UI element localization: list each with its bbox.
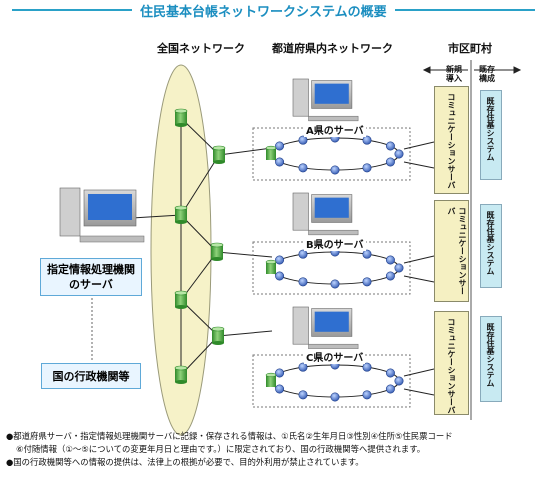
prefecture-ring xyxy=(270,364,400,398)
municipal-node-icon xyxy=(362,135,372,145)
national-links xyxy=(131,117,273,376)
municipal-node-icon xyxy=(298,390,308,400)
comm-server-box: コミュニケーションサーバ xyxy=(434,86,469,194)
municipal-node-icon xyxy=(394,376,404,386)
municipal-node-icon xyxy=(275,157,285,167)
designated-server-label: 指定情報処理機関のサーバ xyxy=(47,263,135,291)
municipal-node-icon xyxy=(385,141,395,151)
link-to-municipality xyxy=(403,388,435,396)
footnote-1: ●都道府県サーバ・指定情報処理機関サーバに記録・保存される情報は、①氏名②生年月… xyxy=(6,431,453,441)
municipal-node-icon xyxy=(275,368,285,378)
prefecture-router-icon xyxy=(265,259,277,274)
municipal-node-icon xyxy=(275,141,285,151)
prefecture-c-server-label: C県のサーバ xyxy=(304,349,366,364)
comm-server-label: コミュニケーションサーバ xyxy=(447,93,456,189)
municipal-node-icon xyxy=(275,271,285,281)
municipal-node-icon xyxy=(298,163,308,173)
server-computers xyxy=(59,78,359,350)
designated-server-computer-icon xyxy=(59,187,145,243)
municipal-node-icon xyxy=(385,271,395,281)
prefecture-network-c xyxy=(252,354,435,408)
national-router-icon xyxy=(174,290,188,309)
prefecture-router-icon xyxy=(265,372,277,387)
gateway-router-icon xyxy=(211,326,225,345)
municipal-node-icon xyxy=(298,249,308,259)
municipal-arrows xyxy=(422,60,522,420)
municipal-node-icon xyxy=(362,362,372,372)
existing-system-label: 既存住基システム xyxy=(486,323,495,387)
prefecture-dotted-frame xyxy=(252,127,411,181)
existing-config-label: 既存構成 xyxy=(479,65,495,83)
municipal-node-icon xyxy=(394,149,404,159)
diagram-title: 住民基本台帳ネットワークシステムの概要 xyxy=(132,1,395,20)
municipal-node-icon xyxy=(275,384,285,394)
link-to-municipality xyxy=(403,161,435,169)
router-nodes xyxy=(174,108,226,384)
municipal-node-icon xyxy=(394,263,404,273)
prefecture-a-server-label: A県のサーバ xyxy=(304,122,366,137)
prefecture-c-server-icon xyxy=(292,306,359,350)
municipal-node-icon xyxy=(362,249,372,259)
gateway-router-icon xyxy=(210,242,224,261)
municipal-node-icon xyxy=(298,277,308,287)
municipal-heading: 市区町村 xyxy=(448,42,492,55)
new-introduction-label: 新規導入 xyxy=(446,65,462,83)
municipal-node-icon xyxy=(330,279,340,289)
link-to-municipality xyxy=(403,141,435,150)
existing-system-box: 既存住基システム xyxy=(480,316,502,402)
prefecture-router-icon xyxy=(265,145,277,160)
comm-server-box: コミュニケーションサーバ xyxy=(434,311,469,415)
footnotes: ●都道府県サーバ・指定情報処理機関サーバに記録・保存される情報は、①氏名②生年月… xyxy=(6,430,546,469)
municipal-node-icon xyxy=(362,390,372,400)
comm-server-label: コミュニケーションサーバ xyxy=(447,207,467,295)
existing-system-label: 既存住基システム xyxy=(486,97,495,161)
municipal-node-icon xyxy=(298,135,308,145)
new-introduction-heading: 新規導入 xyxy=(443,65,465,83)
national-network-heading: 全国ネットワーク xyxy=(157,42,245,55)
prefecture-b-server-icon xyxy=(292,192,359,236)
municipal-node-icon xyxy=(385,157,395,167)
municipal-node-icon xyxy=(385,384,395,394)
municipal-node-icon xyxy=(330,165,340,175)
national-router-icon xyxy=(174,205,188,224)
national-agencies-label: 国の行政機関等 xyxy=(52,369,130,383)
municipal-node-icon xyxy=(362,277,372,287)
prefecture-dotted-frame xyxy=(252,241,411,295)
prefecture-a-server-icon xyxy=(292,78,359,122)
prefectural-network-heading: 都道府県内ネットワーク xyxy=(272,42,393,55)
comm-server-box: コミュニケーションサーバ xyxy=(434,200,469,302)
comm-server-label: コミュニケーションサーバ xyxy=(447,318,456,414)
footnote-1-continued: ⑥付随情報（①～⑤についての変更年月日と理由です。）に限定されており、国の行政機… xyxy=(16,444,426,454)
national-router-icon xyxy=(174,365,188,384)
gateway-router-icon xyxy=(212,145,226,164)
existing-system-box: 既存住基システム xyxy=(480,204,502,288)
prefecture-b-server-label: B県のサーバ xyxy=(304,236,366,251)
municipal-node-icon xyxy=(298,362,308,372)
footnote-2: ●国の行政機関等への情報の提供は、法律上の根拠が必要で、目的外利用が禁止されてい… xyxy=(6,457,364,467)
national-agencies-box: 国の行政機関等 xyxy=(41,363,141,389)
municipal-node-icon xyxy=(385,368,395,378)
existing-system-label: 既存住基システム xyxy=(486,211,495,275)
national-router-icon xyxy=(174,108,188,127)
municipal-node-icon xyxy=(275,255,285,265)
prefecture-ring xyxy=(270,251,400,285)
prefecture-networks xyxy=(252,127,435,408)
title-area: 住民基本台帳ネットワークシステムの概要 xyxy=(0,0,547,20)
link-to-municipality xyxy=(403,368,435,377)
existing-system-box: 既存住基システム xyxy=(480,90,502,180)
municipal-node-icon xyxy=(362,163,372,173)
prefecture-dotted-frame xyxy=(252,354,411,408)
link-to-municipality xyxy=(403,275,435,283)
designated-server-box: 指定情報処理機関のサーバ xyxy=(40,258,142,296)
prefecture-ring xyxy=(270,137,400,171)
municipal-node-icon xyxy=(330,392,340,402)
existing-config-heading: 既存構成 xyxy=(476,65,498,83)
link-to-municipality xyxy=(403,255,435,264)
municipal-node-icon xyxy=(385,255,395,265)
prefecture-network-a xyxy=(252,127,435,181)
